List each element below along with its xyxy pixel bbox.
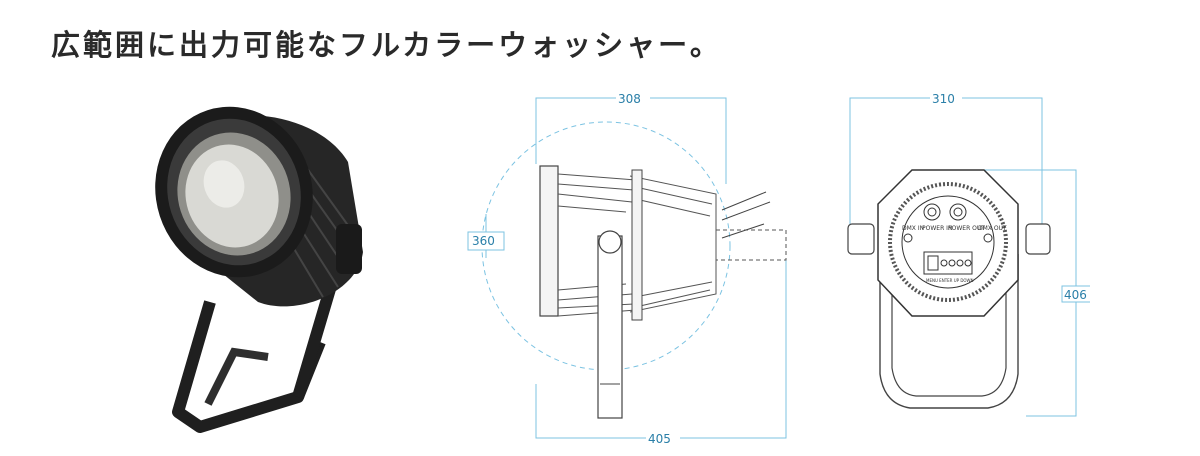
panel-caption: MENU ENTER UP DOWN [926,278,974,283]
dimension-label-308: 308 [618,92,641,106]
connector-label-dmx-in: DMX IN [902,225,924,232]
connector-label-power-out: POWER OUT [948,225,985,232]
dimension-label-406: 406 [1064,288,1087,302]
page-title: 広範囲に出力可能なフルカラーウォッシャー。 [51,28,722,62]
connector-label-dmx-out: DMX OUT [978,225,1007,232]
connector-label-power-in: POWER IN [922,225,952,232]
dimension-label-310: 310 [932,92,955,106]
side-view-drawing: 308 360 405 [467,90,787,446]
product-photo [155,106,363,433]
dimension-label-360: 360 [472,234,495,248]
back-view-drawing: 310 406 DMX IN POWER IN POWER OUT DMX OU… [847,90,1090,417]
dimension-label-405: 405 [648,432,671,446]
